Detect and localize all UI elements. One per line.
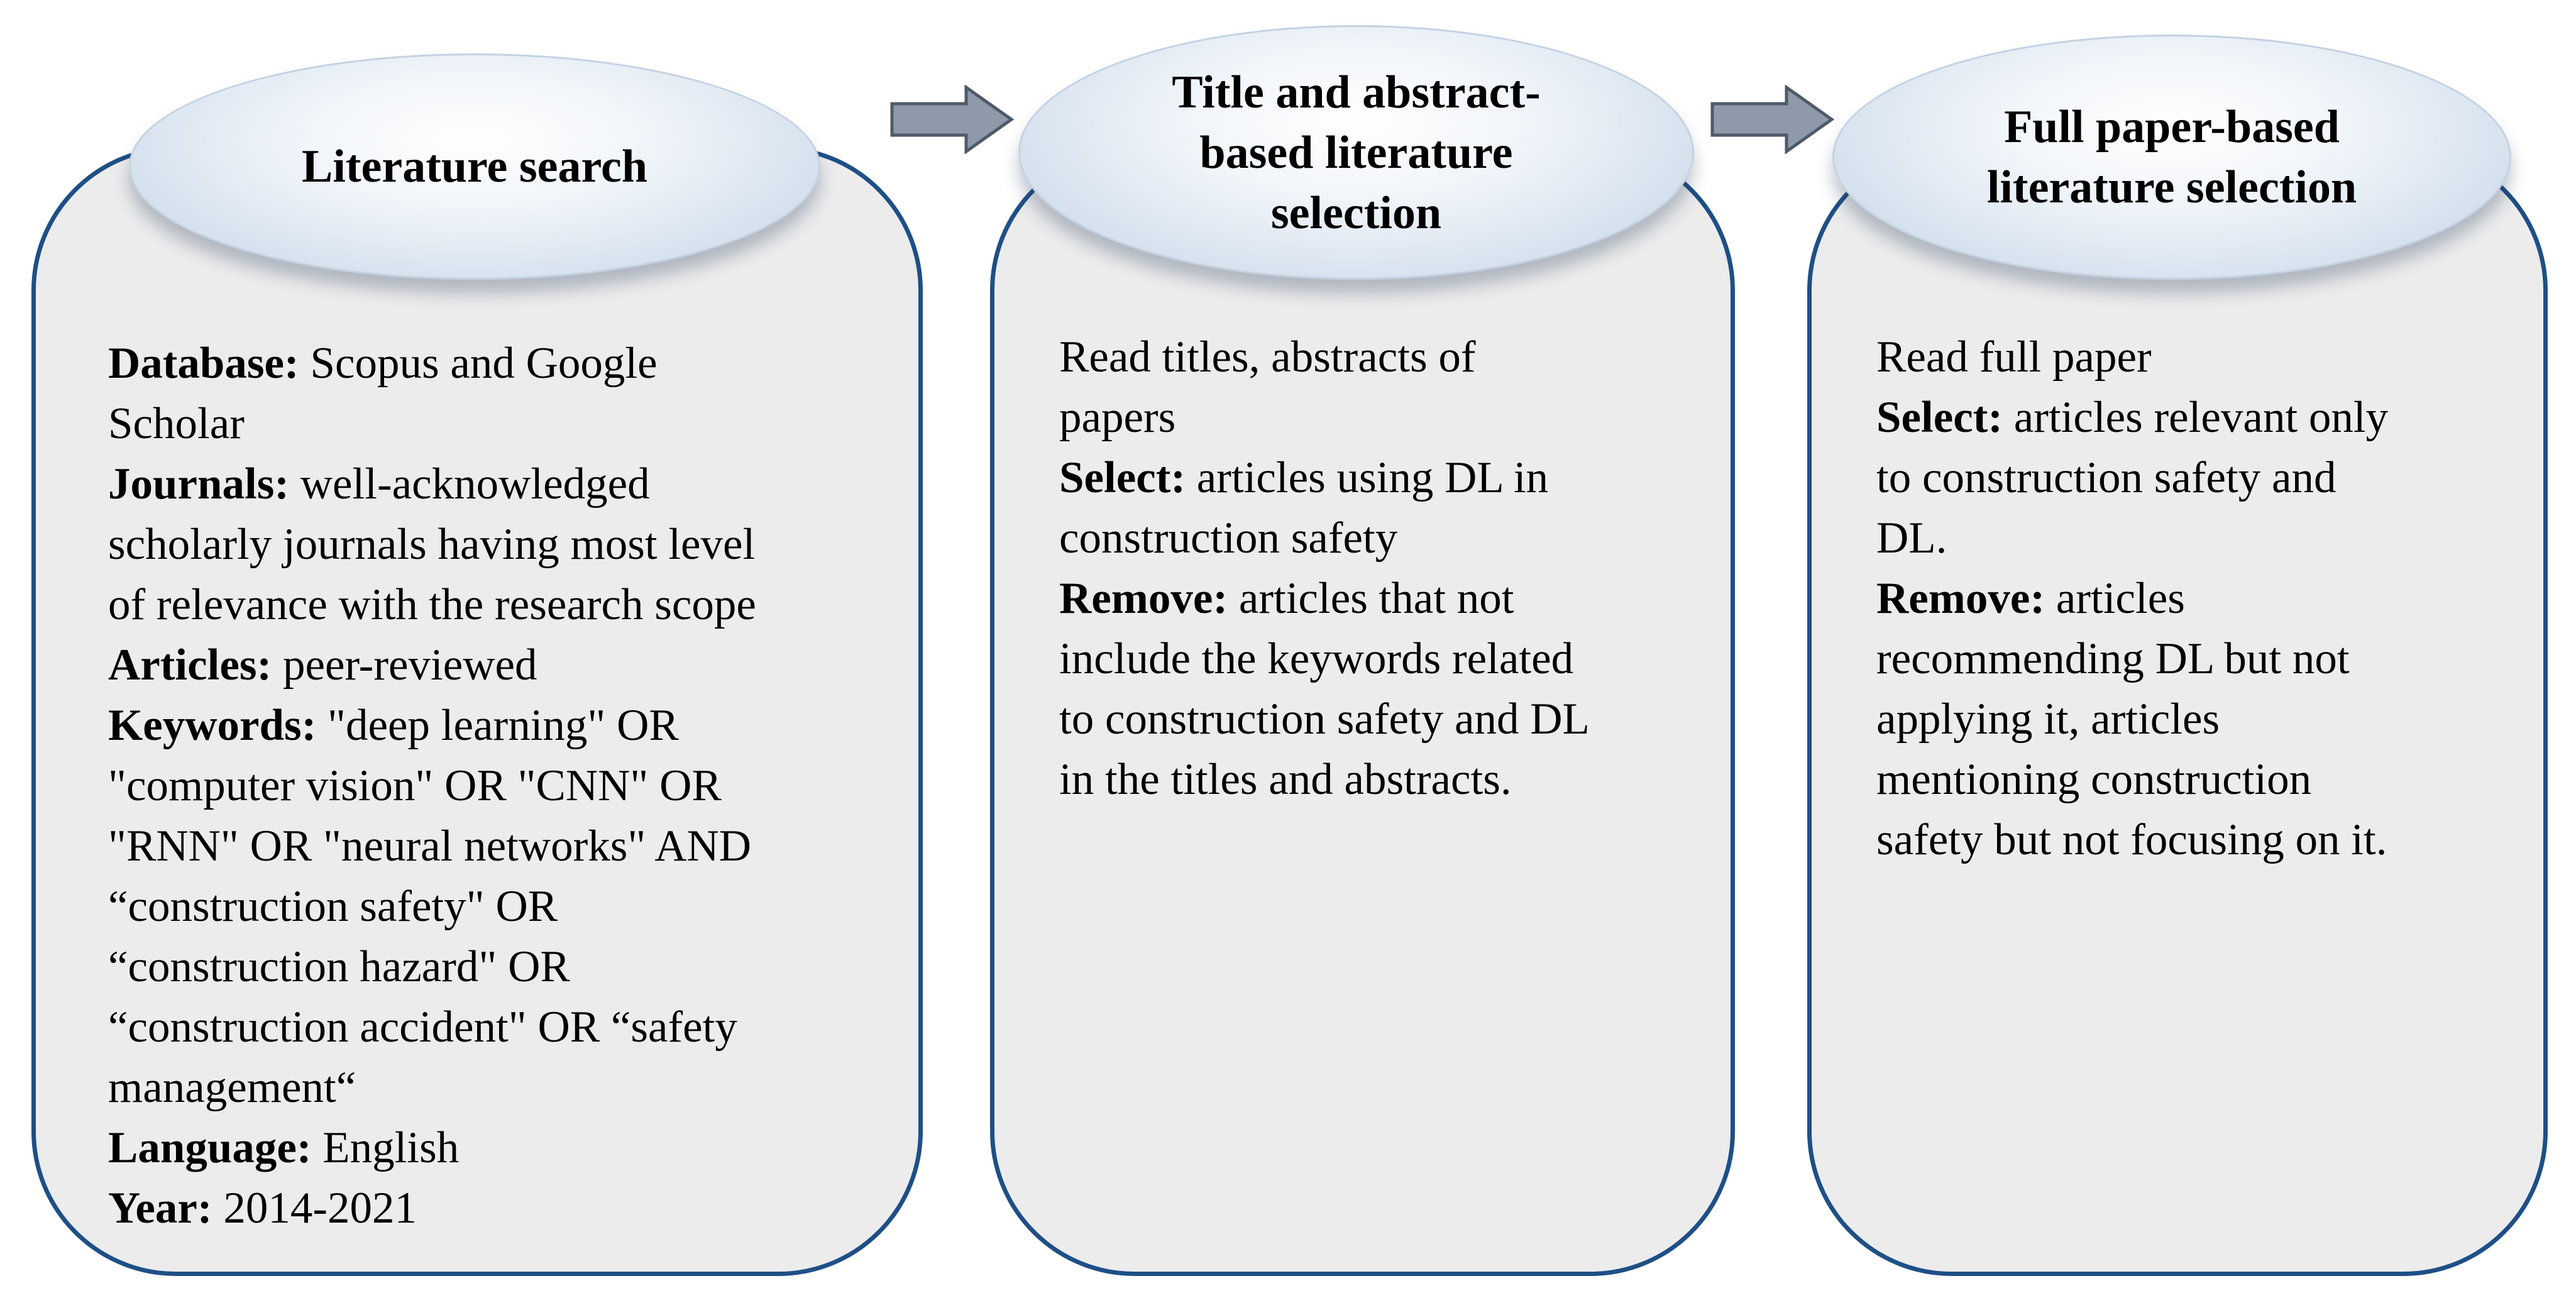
stage-title-line: Title and abstract- <box>1172 66 1541 118</box>
field-value: Read titles, abstracts of <box>1059 333 1476 382</box>
field-value: of relevance with the research scope <box>108 580 756 629</box>
field-value: mentioning construction <box>1876 755 2312 804</box>
stage-header-full-paper-selection: Full paper-based literature selection <box>1832 35 2511 280</box>
stage-panel-title-abstract-selection <box>990 146 1735 1276</box>
field-label: Journals: <box>108 459 289 509</box>
field-value: recommending DL but not <box>1876 634 2350 683</box>
right-arrow-icon <box>1710 85 1835 154</box>
field-value: English <box>311 1123 460 1172</box>
body-line: mentioning construction <box>1876 749 2505 810</box>
body-line: applying it, articles <box>1876 689 2505 749</box>
field-value: Scholar <box>108 399 245 448</box>
field-value: applying it, articles <box>1876 695 2220 744</box>
body-line: papers <box>1059 387 1688 448</box>
body-line: Select: articles relevant only <box>1876 387 2505 448</box>
field-value: 2014-2021 <box>212 1184 417 1233</box>
field-value: construction safety <box>1059 514 1398 563</box>
field-value: in the titles and abstracts. <box>1059 755 1512 804</box>
body-line: Articles: peer-reviewed <box>108 635 888 695</box>
field-value: “construction hazard" OR <box>108 942 570 991</box>
body-line: Scholar <box>108 393 888 454</box>
body-line: safety but not focusing on it. <box>1876 810 2505 870</box>
field-value: peer-reviewed <box>272 641 537 690</box>
field-value: to construction safety and DL <box>1059 695 1590 744</box>
field-label: Remove: <box>1059 574 1228 623</box>
body-line: Language: English <box>108 1118 888 1178</box>
body-line: "RNN" OR "neural networks" AND <box>108 816 888 876</box>
stage-header-literature-search: Literature search <box>129 53 820 280</box>
field-label: Articles: <box>108 641 272 690</box>
stage-title: Full paper-based literature selection <box>1987 97 2357 217</box>
field-label: Database: <box>108 339 299 388</box>
field-value: articles relevant only <box>2003 393 2389 442</box>
stage-body-literature-search: Database: Scopus and Google Scholar Jour… <box>108 333 888 1238</box>
field-value: “construction accident" OR “safety <box>108 1003 737 1052</box>
body-line: recommending DL but not <box>1876 629 2505 689</box>
body-line: to construction safety and <box>1876 448 2505 508</box>
field-value: "RNN" OR "neural networks" AND <box>108 822 752 871</box>
field-label: Select: <box>1059 453 1186 502</box>
field-value: safety but not focusing on it. <box>1876 815 2387 864</box>
body-line: include the keywords related <box>1059 629 1688 689</box>
field-value: scholarly journals having most level <box>108 520 756 569</box>
body-line: Remove: articles <box>1876 568 2505 629</box>
body-line: Year: 2014-2021 <box>108 1178 888 1238</box>
field-value: “construction safety" OR <box>108 882 558 931</box>
field-value: to construction safety and <box>1876 453 2337 502</box>
stage-title-line: literature selection <box>1986 162 2357 213</box>
field-value: articles using DL in <box>1186 453 1549 502</box>
body-line: Keywords: "deep learning" OR <box>108 695 888 756</box>
stage-title-line: selection <box>1270 187 1442 239</box>
body-line: to construction safety and DL <box>1059 689 1688 749</box>
field-value: management“ <box>108 1063 356 1112</box>
stage-title-line: based literature <box>1199 126 1513 179</box>
body-line: Read titles, abstracts of <box>1059 327 1688 387</box>
stage-header-title-abstract-selection: Title and abstract- based literature sel… <box>1018 25 1694 280</box>
body-line: DL. <box>1876 508 2505 568</box>
body-line: Select: articles using DL in <box>1059 448 1688 508</box>
stage-title-line: Full paper-based <box>2004 101 2340 153</box>
field-label: Select: <box>1876 393 2003 442</box>
body-line: Database: Scopus and Google <box>108 333 888 393</box>
field-label: Year: <box>108 1184 212 1233</box>
field-value: articles <box>2045 574 2185 623</box>
body-line: management“ <box>108 1057 888 1118</box>
stage-title-line: Literature search <box>301 141 648 192</box>
body-line: construction safety <box>1059 508 1688 568</box>
field-value: Read full paper <box>1876 333 2152 382</box>
stage-title: Literature search <box>302 136 647 197</box>
field-value: articles that not <box>1228 574 1514 623</box>
field-value: well-acknowledged <box>289 459 650 509</box>
body-line: in the titles and abstracts. <box>1059 749 1688 810</box>
body-line: “construction safety" OR <box>108 876 888 937</box>
field-label: Language: <box>108 1123 312 1172</box>
field-value: "deep learning" OR <box>316 701 679 750</box>
body-line: “construction accident" OR “safety <box>108 997 888 1057</box>
body-line: Journals: well-acknowledged <box>108 454 888 514</box>
stage-body-title-abstract-selection: Read titles, abstracts of papers Select:… <box>1059 327 1688 810</box>
field-value: papers <box>1059 393 1176 442</box>
stage-panel-full-paper-selection <box>1807 146 2548 1276</box>
body-line: Read full paper <box>1876 327 2505 387</box>
field-value: "computer vision" OR "CNN" OR <box>108 761 722 810</box>
field-value: DL. <box>1876 514 1947 563</box>
stage-title: Title and abstract- based literature sel… <box>1172 62 1541 243</box>
body-line: Remove: articles that not <box>1059 568 1688 629</box>
right-arrow-icon <box>890 85 1015 154</box>
body-line: “construction hazard" OR <box>108 937 888 997</box>
field-value: Scopus and Google <box>299 339 658 388</box>
body-line: of relevance with the research scope <box>108 575 888 635</box>
field-label: Remove: <box>1876 574 2045 623</box>
field-label: Keywords: <box>108 701 317 750</box>
body-line: "computer vision" OR "CNN" OR <box>108 756 888 816</box>
field-value: include the keywords related <box>1059 634 1574 683</box>
stage-body-full-paper-selection: Read full paper Select: articles relevan… <box>1876 327 2505 870</box>
body-line: scholarly journals having most level <box>108 514 888 575</box>
stage-panel-literature-search <box>31 146 923 1276</box>
